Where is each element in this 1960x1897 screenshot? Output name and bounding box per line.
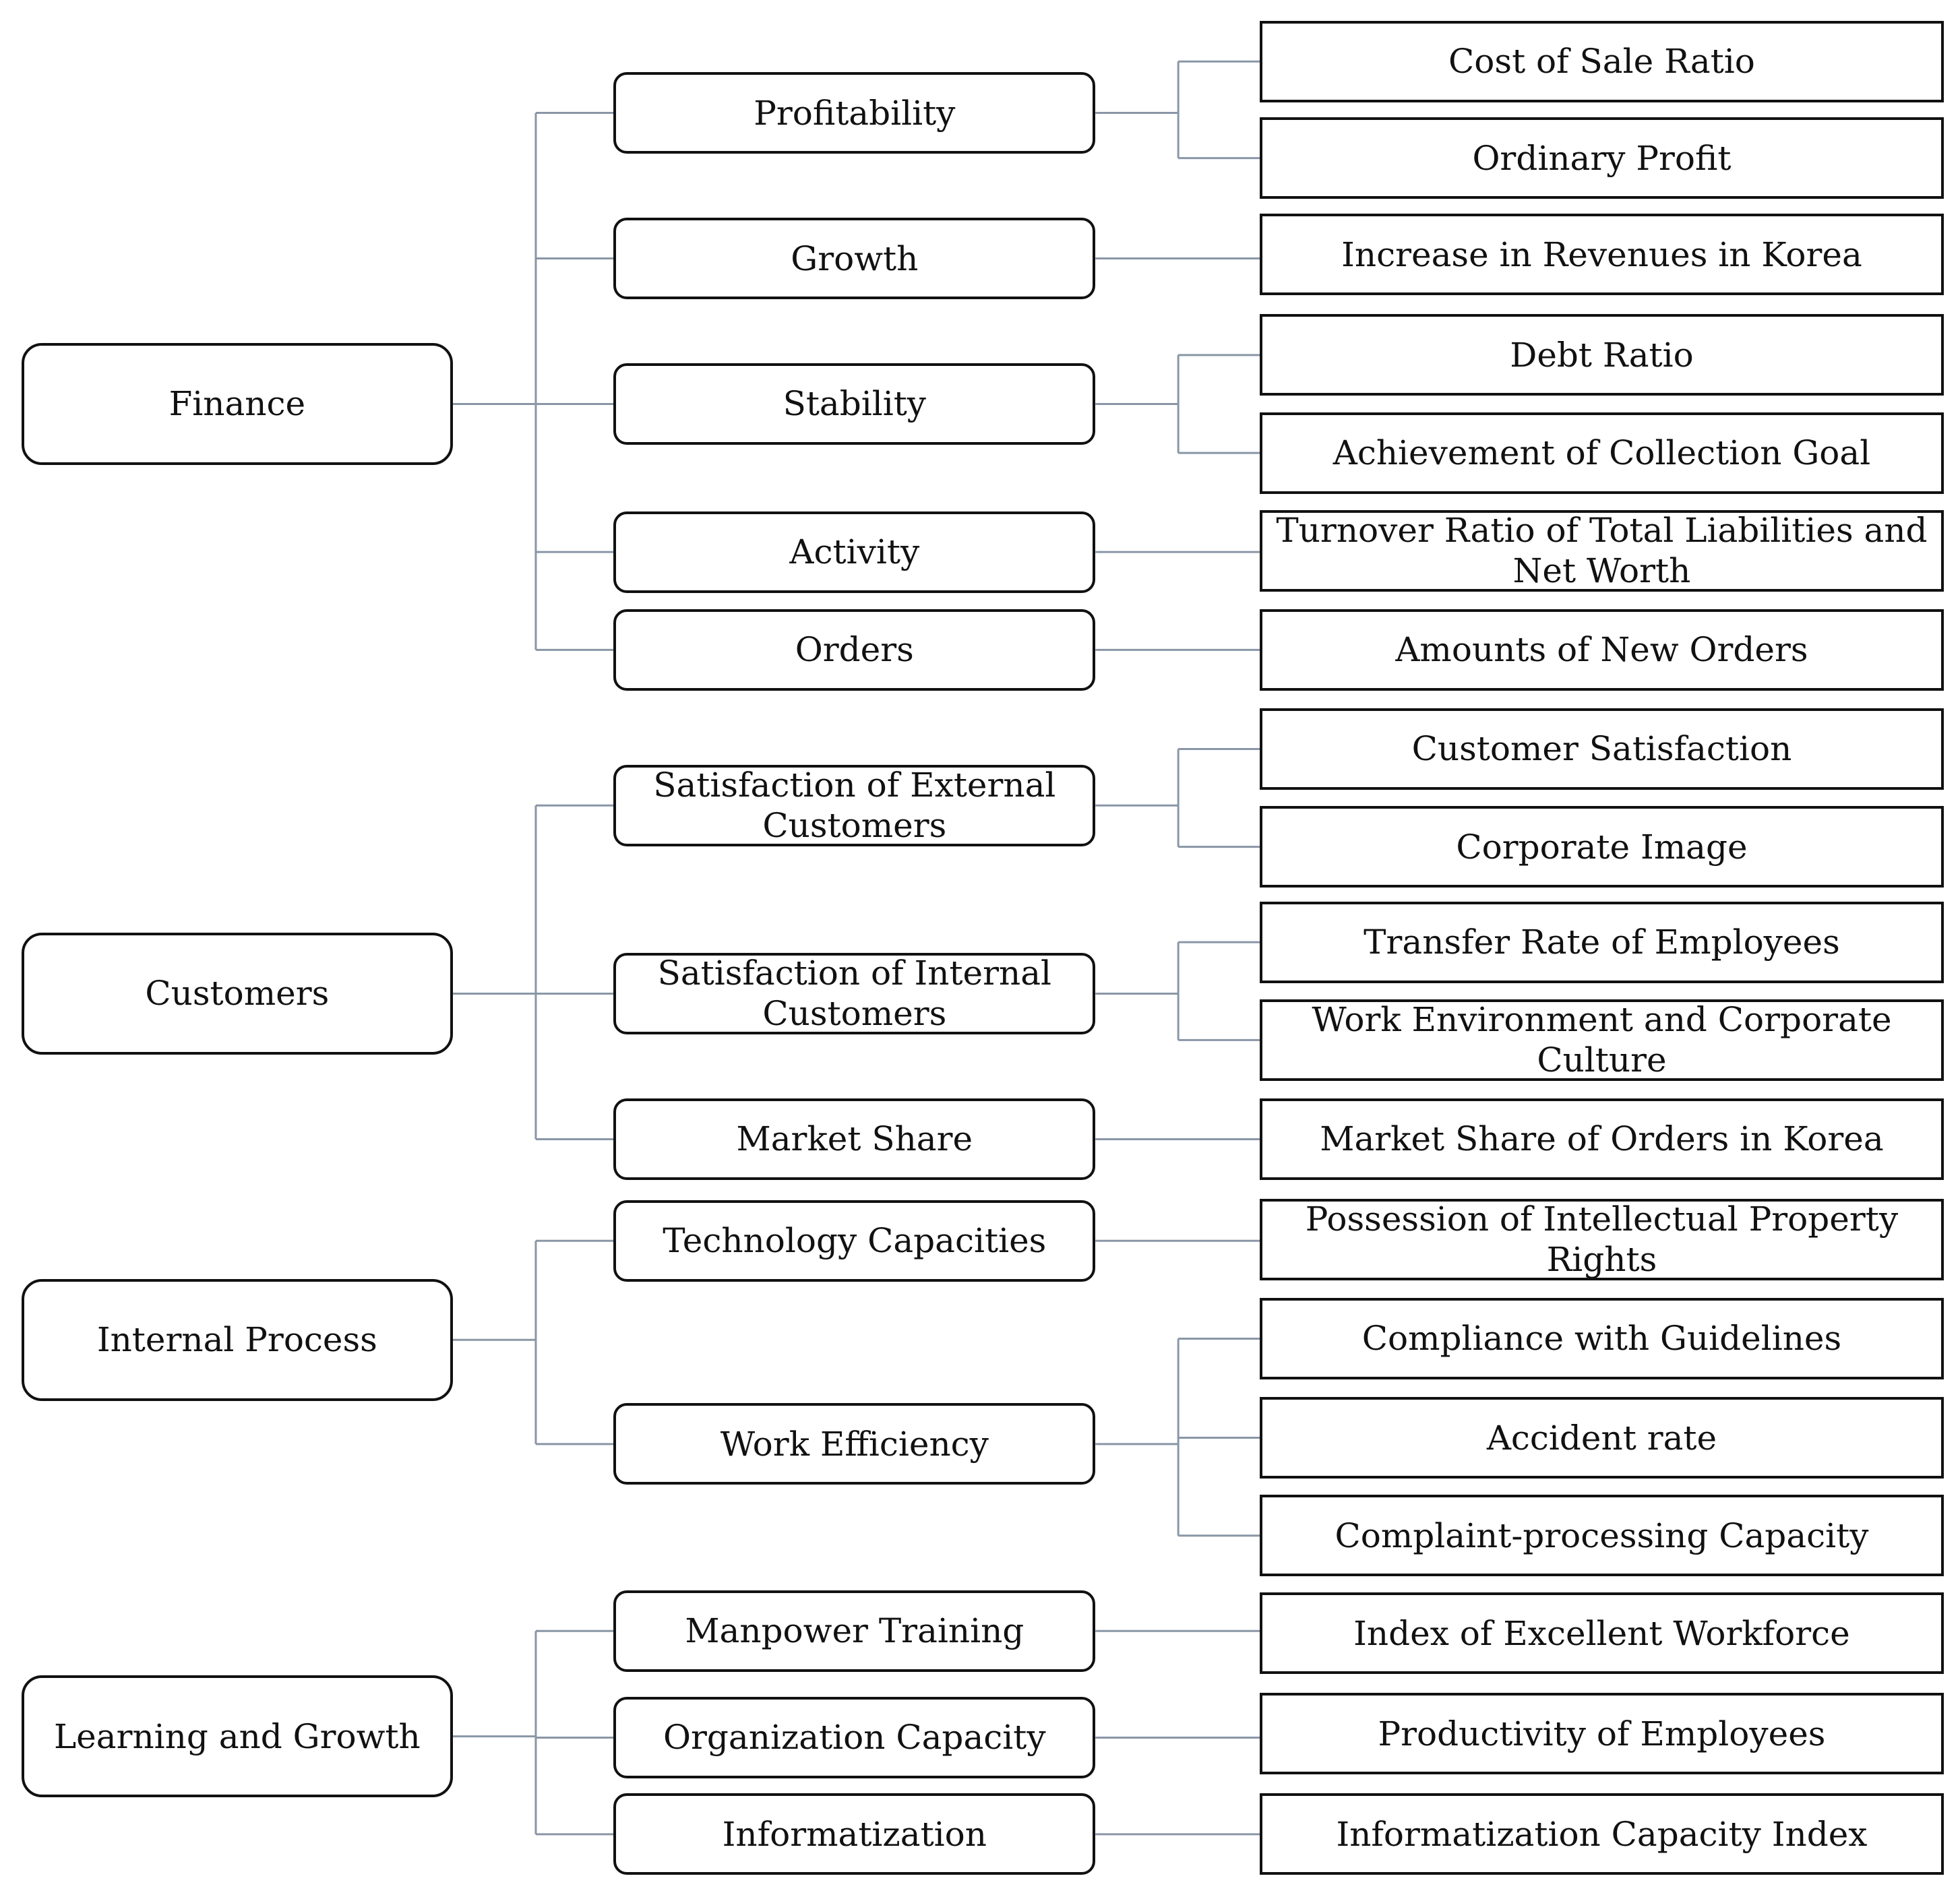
indicator-box: Accident rate — [1260, 1397, 1944, 1479]
perspective-box: Internal Process — [21, 1279, 454, 1401]
category-box: Activity — [613, 511, 1096, 593]
category-box: Satisfaction of External Customers — [613, 764, 1096, 846]
perspective-box: Finance — [21, 343, 454, 465]
category-box: Growth — [613, 218, 1096, 299]
indicator-box: Work Environment and Corporate Culture — [1260, 999, 1944, 1081]
perspective-box: Learning and Growth — [21, 1675, 454, 1797]
indicator-box: Cost of Sale Ratio — [1260, 20, 1944, 102]
indicator-box: Informatization Capacity Index — [1260, 1793, 1944, 1875]
category-box: Organization Capacity — [613, 1696, 1096, 1778]
indicator-box: Corporate Image — [1260, 806, 1944, 888]
indicator-box: Increase in Revenues in Korea — [1260, 214, 1944, 296]
indicator-box: Market Share of Orders in Korea — [1260, 1098, 1944, 1180]
perspective-box: Customers — [21, 933, 454, 1055]
indicator-box: Index of Excellent Workforce — [1260, 1592, 1944, 1675]
category-box: Orders — [613, 609, 1096, 691]
category-box: Market Share — [613, 1098, 1096, 1180]
indicator-box: Ordinary Profit — [1260, 117, 1944, 199]
indicator-box: Achievement of Collection Goal — [1260, 412, 1944, 494]
indicator-box: Amounts of New Orders — [1260, 609, 1944, 691]
indicator-box: Transfer Rate of Employees — [1260, 901, 1944, 983]
category-box: Profitability — [613, 72, 1096, 154]
indicator-box: Customer Satisfaction — [1260, 708, 1944, 790]
indicator-box: Possession of Intellectual Property Righ… — [1260, 1198, 1944, 1280]
category-box: Manpower Training — [613, 1590, 1096, 1672]
indicator-box: Turnover Ratio of Total Liabilities and … — [1260, 509, 1944, 592]
category-box: Informatization — [613, 1793, 1096, 1875]
category-box: Stability — [613, 363, 1096, 445]
category-box: Technology Capacities — [613, 1200, 1096, 1282]
indicator-box: Compliance with Guidelines — [1260, 1297, 1944, 1379]
indicator-box: Productivity of Employees — [1260, 1693, 1944, 1775]
category-box: Satisfaction of Internal Customers — [613, 952, 1096, 1034]
indicator-box: Debt Ratio — [1260, 314, 1944, 396]
category-box: Work Efficiency — [613, 1403, 1096, 1485]
indicator-box: Complaint-processing Capacity — [1260, 1495, 1944, 1577]
